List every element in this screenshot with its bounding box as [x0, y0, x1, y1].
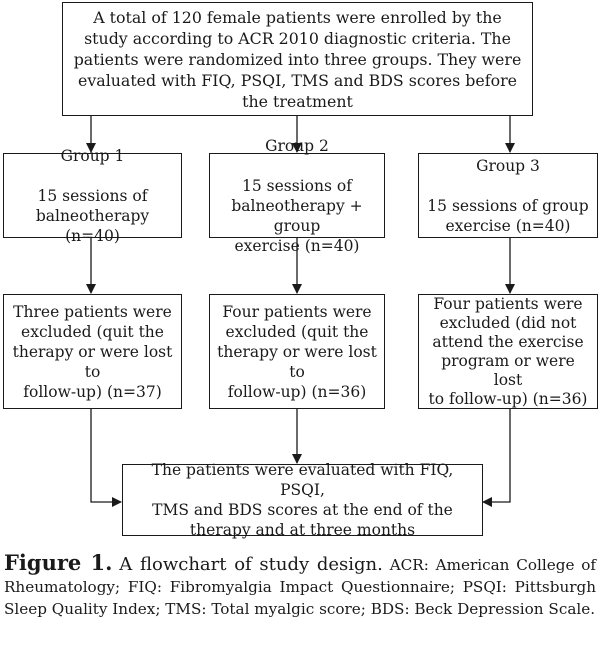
- group-1-treatment: 15 sessions of balneotherapy (n=40): [35, 186, 150, 245]
- enrollment-box: A total of 120 female patients were enro…: [62, 2, 533, 116]
- exclusion-3-box: Four patients were excluded (did not att…: [418, 294, 598, 409]
- group-3-box: Group 3 15 sessions of group exercise (n…: [418, 153, 598, 238]
- figure-label: Figure 1.: [4, 550, 113, 575]
- exclusion-2-box: Four patients were excluded (quit the th…: [209, 294, 385, 409]
- group-2-name: Group 2: [265, 136, 329, 155]
- exclusion-3-text: Four patients were excluded (did not att…: [428, 294, 588, 408]
- group-1-name: Group 1: [60, 146, 125, 165]
- enrollment-text: A total of 120 female patients were enro…: [73, 7, 522, 111]
- exclusion-1-text: Three patients were excluded (quit the t…: [12, 302, 173, 401]
- group-3-name: Group 3: [476, 156, 540, 175]
- figure-abbreviations: ACR: American College of Rheumatology; F…: [4, 556, 597, 618]
- arrow-exclusion-1-to-final: [90, 409, 122, 507]
- exclusion-1-box: Three patients were excluded (quit the t…: [3, 294, 182, 409]
- final-evaluation-box: The patients were evaluated with FIQ, PS…: [122, 461, 483, 539]
- arrow-exclusion-3-to-final: [482, 409, 511, 507]
- group-2-treatment: 15 sessions of balneotherapy + group exe…: [231, 176, 363, 255]
- final-evaluation-text: The patients were evaluated with FIQ, PS…: [151, 461, 454, 539]
- group-2-box: Group 2 15 sessions of balneotherapy + g…: [209, 137, 385, 255]
- group-1-box: Group 1 15 sessions of balneotherapy (n=…: [3, 147, 182, 245]
- figure-caption: Figure 1. A flowchart of study design. A…: [4, 552, 596, 620]
- figure-title: A flowchart of study design.: [119, 554, 383, 575]
- group-3-treatment: 15 sessions of group exercise (n=40): [427, 196, 589, 235]
- exclusion-2-text: Four patients were excluded (quit the th…: [217, 302, 377, 401]
